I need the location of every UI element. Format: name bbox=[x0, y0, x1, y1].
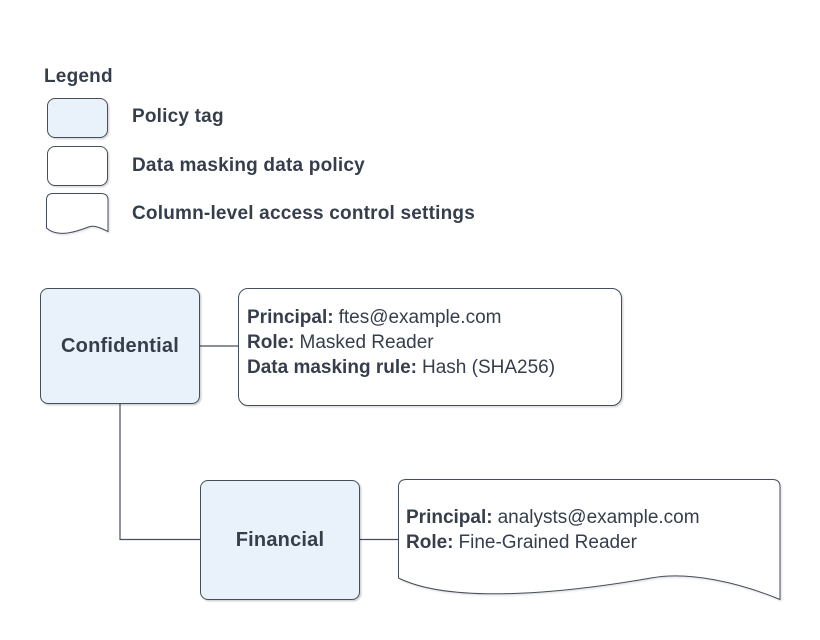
field-label: Principal: bbox=[247, 307, 334, 328]
column-acl-settings-box: Principal:analysts@example.com Role:Fine… bbox=[398, 479, 781, 605]
legend-label-policy-tag: Policy tag bbox=[132, 106, 224, 127]
legend-swatch-data-masking-policy bbox=[47, 146, 108, 186]
field-value: analysts@example.com bbox=[497, 507, 700, 528]
connector-confidential-to-financial bbox=[119, 404, 200, 541]
field-label: Principal: bbox=[406, 507, 493, 528]
legend-swatch-policy-tag bbox=[47, 98, 108, 138]
policy-tag-financial-label: Financial bbox=[235, 528, 325, 551]
field-label: Data masking rule: bbox=[247, 357, 417, 378]
legend-label-data-masking-policy: Data masking data policy bbox=[132, 155, 365, 176]
masking-policy-role-row: Role:Masked Reader bbox=[247, 330, 613, 355]
masking-policy-principal-row: Principal:ftes@example.com bbox=[247, 305, 613, 330]
field-label: Role: bbox=[247, 332, 295, 353]
policy-tag-financial: Financial bbox=[200, 480, 360, 600]
document-shape bbox=[398, 479, 781, 601]
column-acl-principal-row: Principal:analysts@example.com bbox=[406, 505, 700, 530]
policy-tag-confidential: Confidential bbox=[40, 288, 200, 404]
data-masking-policy-box: Principal:ftes@example.com Role:Masked R… bbox=[238, 288, 622, 406]
field-value: Masked Reader bbox=[299, 332, 434, 353]
field-label: Role: bbox=[406, 532, 454, 553]
legend-swatch-column-acl bbox=[46, 193, 109, 239]
masking-policy-rule-row: Data masking rule:Hash (SHA256) bbox=[247, 355, 613, 380]
field-value: Hash (SHA256) bbox=[422, 357, 556, 378]
field-value: Fine-Grained Reader bbox=[458, 532, 637, 553]
legend-title: Legend bbox=[44, 66, 113, 87]
policy-tag-confidential-label: Confidential bbox=[61, 334, 179, 357]
column-acl-role-row: Role:Fine-Grained Reader bbox=[406, 530, 700, 555]
legend-label-column-acl: Column-level access control settings bbox=[132, 203, 475, 224]
field-value: ftes@example.com bbox=[338, 307, 502, 328]
document-shape-icon bbox=[46, 193, 109, 234]
column-acl-text: Principal:analysts@example.com Role:Fine… bbox=[406, 505, 700, 555]
